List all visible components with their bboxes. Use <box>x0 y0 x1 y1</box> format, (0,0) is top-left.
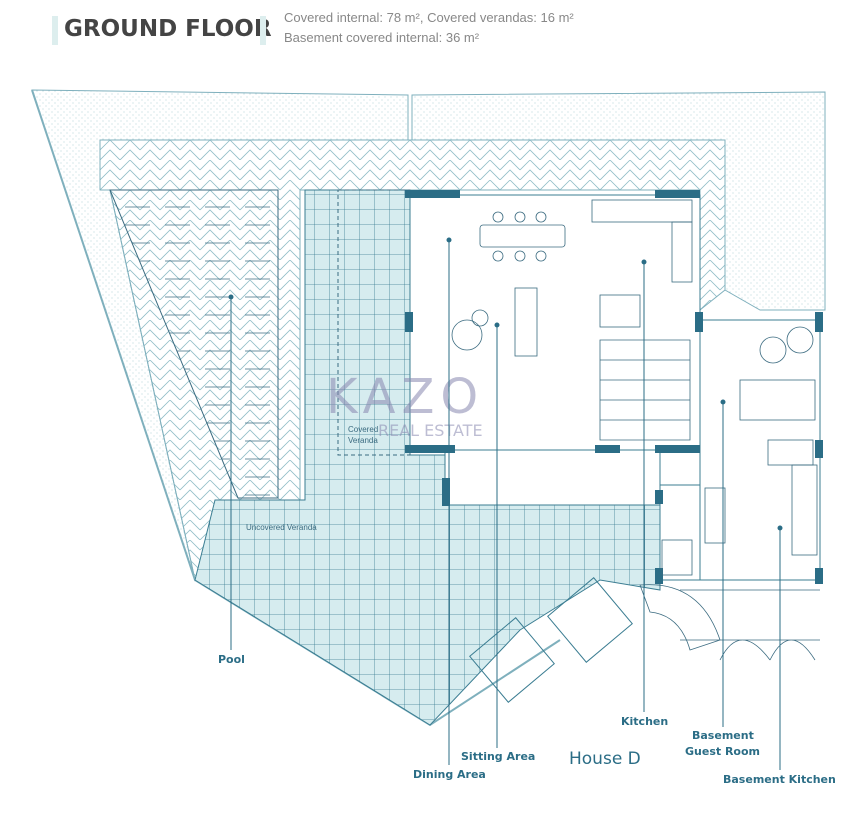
basement-guest-room-label-1: Basement <box>692 729 754 742</box>
svg-text:KAZO: KAZO <box>326 369 484 425</box>
area-summary-line-2: Basement covered internal: 36 m² <box>284 30 480 45</box>
veranda-tiles <box>194 189 661 726</box>
pool <box>109 189 279 499</box>
basement-guest-room-label-2: Guest Room <box>685 745 760 758</box>
furniture <box>451 199 820 661</box>
title-bar-right <box>260 16 266 45</box>
title-bar-left <box>52 16 58 45</box>
label-leaders <box>228 237 783 770</box>
covered-veranda-label-2: Veranda <box>348 436 378 445</box>
wall-segments <box>405 190 823 584</box>
basement-kitchen-label: Basement Kitchen <box>723 773 836 786</box>
kazo-watermark-logo: KAZO REAL ESTATE <box>326 369 484 440</box>
dining-area-label: Dining Area <box>413 768 486 781</box>
covered-veranda-label-1: Covered <box>348 425 378 434</box>
uncovered-veranda-label: Uncovered Veranda <box>246 523 317 532</box>
sitting-area-label: Sitting Area <box>461 750 535 763</box>
page-title: GROUND FLOOR <box>64 16 272 42</box>
kitchen-label: Kitchen <box>621 715 668 728</box>
house-name: House D <box>569 749 641 769</box>
pool-label: Pool <box>218 653 245 666</box>
svg-text:REAL ESTATE: REAL ESTATE <box>378 421 483 440</box>
area-summary-line-1: Covered internal: 78 m², Covered veranda… <box>284 10 574 25</box>
